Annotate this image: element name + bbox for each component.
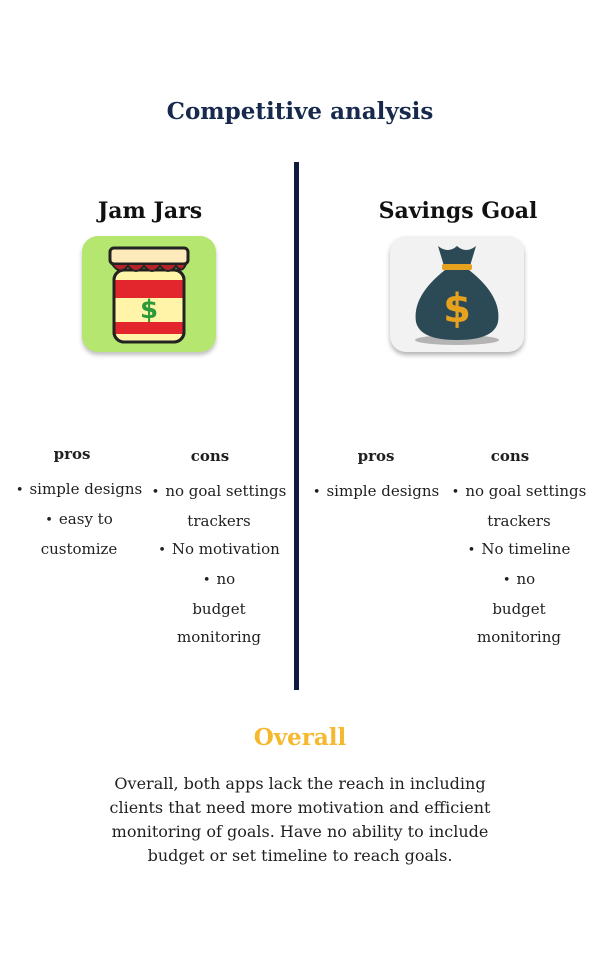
jam-jar-dollar-icon: $ <box>82 236 216 352</box>
app-name-savings-goal: Savings Goal <box>378 198 538 224</box>
overall-summary: Overall, both apps lack the reach in inc… <box>109 774 491 865</box>
bullet-icon: • <box>45 513 53 528</box>
list-item: •simple designs <box>15 480 143 498</box>
overall-heading: Overall <box>253 724 347 751</box>
pros-heading-jam-jars: pros <box>53 445 91 463</box>
cons-list-savings-goal: •no goal settings trackers •No timeline … <box>444 477 594 651</box>
cons-heading-savings-goal: cons <box>490 447 530 465</box>
list-item: •No motivation <box>158 540 280 558</box>
money-bag-dollar-icon: $ <box>390 236 524 352</box>
list-item: •no goal settings trackers <box>151 482 287 530</box>
app-name-jam-jars: Jam Jars <box>97 198 203 224</box>
svg-text:$: $ <box>140 295 158 325</box>
list-item: •no budget monitoring <box>476 570 561 646</box>
pros-list-jam-jars: •simple designs •easy to customize <box>4 475 154 563</box>
list-item: •No timeline <box>467 540 571 558</box>
bullet-icon: • <box>151 485 160 500</box>
list-item: •no budget monitoring <box>176 570 261 646</box>
bullet-icon: • <box>502 573 511 588</box>
cons-heading-jam-jars: cons <box>190 447 230 465</box>
bullet-icon: • <box>312 485 321 500</box>
center-divider <box>294 162 299 690</box>
page-title: Competitive analysis <box>166 98 434 125</box>
bullet-icon: • <box>15 483 24 498</box>
list-item: •simple designs <box>312 482 440 500</box>
list-item: •no goal settings trackers <box>451 482 587 530</box>
bullet-icon: • <box>451 485 460 500</box>
bullet-icon: • <box>467 543 476 558</box>
pros-list-savings-goal: •simple designs <box>306 477 446 507</box>
svg-text:$: $ <box>443 286 471 332</box>
pros-heading-savings-goal: pros <box>357 447 395 465</box>
bullet-icon: • <box>158 543 166 558</box>
bullet-icon: • <box>202 573 211 588</box>
cons-list-jam-jars: •no goal settings trackers •No motivatio… <box>144 477 294 651</box>
list-item: •easy to customize <box>40 510 118 558</box>
